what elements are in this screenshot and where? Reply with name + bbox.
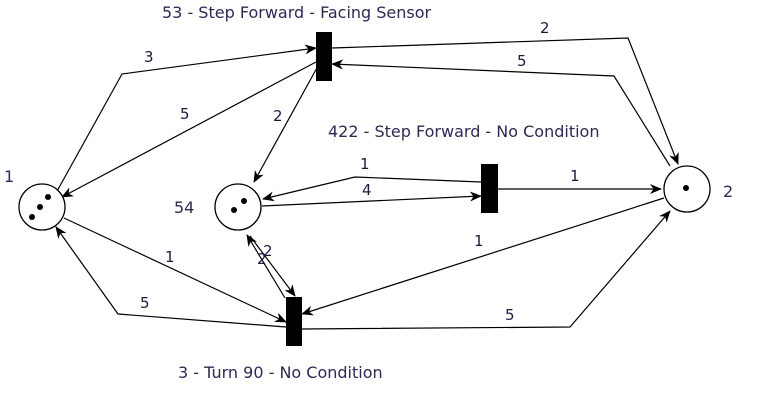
- arc-p54-to-t422: [261, 191, 482, 207]
- weight-p2-to-t53: 5: [517, 52, 527, 70]
- token: [29, 214, 35, 220]
- token: [683, 185, 689, 191]
- weight-t3-to-p2: 5: [505, 306, 515, 324]
- arc-t422-to-p54: [262, 176, 482, 202]
- weight-p2-to-t3: 1: [474, 232, 484, 250]
- token: [241, 198, 247, 204]
- arc-t3-to-p1: [55, 226, 287, 328]
- transition-3-label: 3 - Turn 90 - No Condition: [178, 363, 383, 382]
- weight-t3-to-p54: 2: [257, 250, 267, 268]
- weight-t422-to-p54: 1: [360, 155, 370, 173]
- arc-t53-to-p54: [253, 65, 319, 183]
- transition-422[interactable]: [481, 164, 498, 213]
- arc-t53-to-p2: [331, 37, 679, 165]
- token: [231, 207, 237, 213]
- weight-p1-to-t3: 1: [165, 248, 175, 266]
- arc-t3-to-p54: [246, 234, 286, 299]
- arc-t53-to-p1: [61, 61, 317, 198]
- transition-53-label: 53 - Step Forward - Facing Sensor: [162, 3, 432, 22]
- arc-p1-to-t53: [55, 44, 317, 194]
- weight-t53-to-p1: 5: [180, 105, 190, 123]
- place-2[interactable]: [663, 165, 711, 213]
- weight-t53-to-p54: 2: [273, 107, 283, 125]
- weight-p1-to-t53: 3: [144, 48, 154, 66]
- token: [45, 194, 51, 200]
- place-54-circle: [214, 183, 262, 231]
- weight-t3-to-p1: 5: [140, 294, 150, 312]
- token: [37, 204, 43, 210]
- transition-53[interactable]: [316, 32, 332, 81]
- arc-p1-to-t3: [63, 217, 287, 323]
- arc-p54-to-t3: [249, 235, 296, 297]
- weight-p54-to-t3: 2: [263, 242, 273, 260]
- arc-p2-to-t3: [301, 197, 665, 316]
- place-1[interactable]: [18, 183, 66, 231]
- transition-3[interactable]: [286, 297, 302, 346]
- place-1-label: 1: [4, 167, 14, 186]
- place-2-label: 2: [723, 182, 733, 201]
- weight-p54-to-t422: 4: [362, 181, 372, 199]
- transition-422-label: 422 - Step Forward - No Condition: [328, 122, 599, 141]
- arc-t3-to-p2: [301, 210, 671, 330]
- place-54-label: 54: [174, 198, 194, 217]
- arc-p2-to-t53: [331, 59, 671, 167]
- weight-t422-to-p2: 1: [570, 167, 580, 185]
- weight-t53-to-p2: 2: [540, 19, 550, 37]
- place-54[interactable]: [214, 183, 262, 231]
